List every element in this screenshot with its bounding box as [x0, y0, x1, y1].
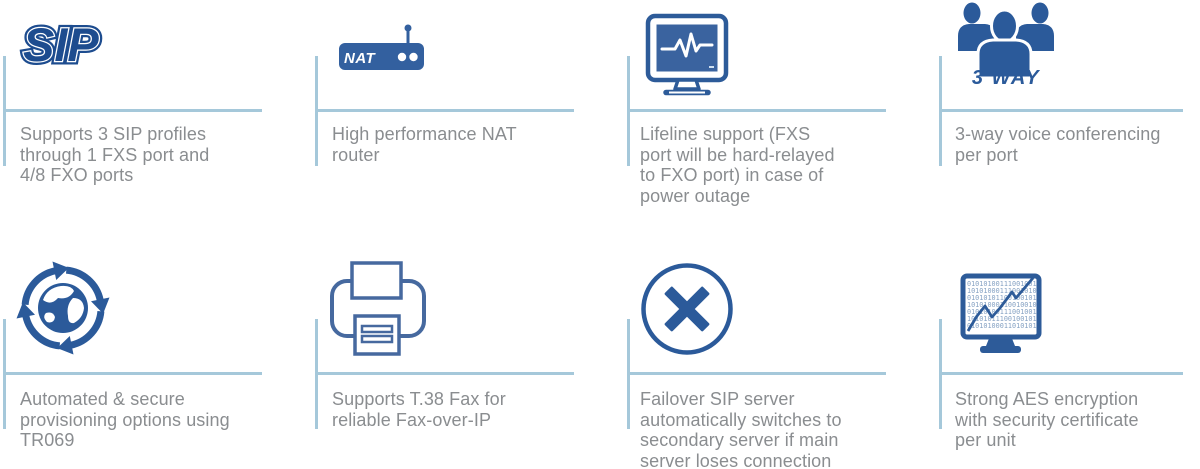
feature-description: Failover SIP server automatically switch…	[640, 389, 842, 469]
svg-text:SIP: SIP	[23, 18, 99, 71]
nat-router-icon: NAT	[339, 24, 424, 70]
svg-text:01010100111001001: 01010100111001001	[967, 280, 1037, 288]
feature-description: Supports 3 SIP profiles through 1 FXS po…	[20, 124, 210, 185]
feature-description: Automated & secure provisioning options …	[20, 389, 230, 450]
feature-description: High performance NAT router	[332, 124, 517, 165]
svg-text:SIP: SIP	[23, 18, 99, 71]
svg-text:01010101100100101: 01010101100100101	[967, 294, 1037, 302]
feature-rule-horizontal	[939, 372, 1183, 375]
aes-encryption-monitor-icon: 01010100111001001 10101000111001010 0101…	[960, 273, 1042, 353]
lifeline-monitor-icon	[645, 13, 729, 96]
feature-rule-horizontal	[315, 109, 574, 112]
feature-description: 3-way voice conferencing per port	[955, 124, 1161, 165]
feature-description: Strong AES encryption with security cert…	[955, 389, 1139, 450]
feature-rule-horizontal	[627, 109, 886, 112]
feature-rule-horizontal	[3, 109, 262, 112]
feature-rule-horizontal	[315, 372, 574, 375]
fax-printer-icon	[330, 261, 426, 356]
three-way-label: 3 WAY	[971, 67, 1041, 89]
svg-text:01010100111001001: 01010100111001001	[967, 308, 1037, 316]
failover-x-icon	[641, 263, 733, 355]
svg-text:10101000111001010: 10101000111001010	[967, 287, 1037, 295]
feature-rule-horizontal	[939, 109, 1183, 112]
svg-text:01010100011010101: 01010100011010101	[967, 322, 1037, 330]
feature-description: Lifeline support (FXS port will be hard-…	[640, 124, 835, 206]
provisioning-globe-icon	[13, 256, 115, 358]
feature-description: Supports T.38 Fax for reliable Fax-over-…	[332, 389, 506, 430]
conference-group-icon	[958, 2, 1054, 80]
feature-rule-horizontal	[627, 372, 886, 375]
sip-logo-icon: SIP SIP SIP	[20, 15, 103, 75]
svg-text:NAT: NAT	[344, 50, 377, 67]
feature-rule-horizontal	[3, 372, 262, 375]
svg-text:10101011100100101: 10101011100100101	[967, 315, 1037, 323]
svg-text:SIP: SIP	[23, 18, 99, 71]
